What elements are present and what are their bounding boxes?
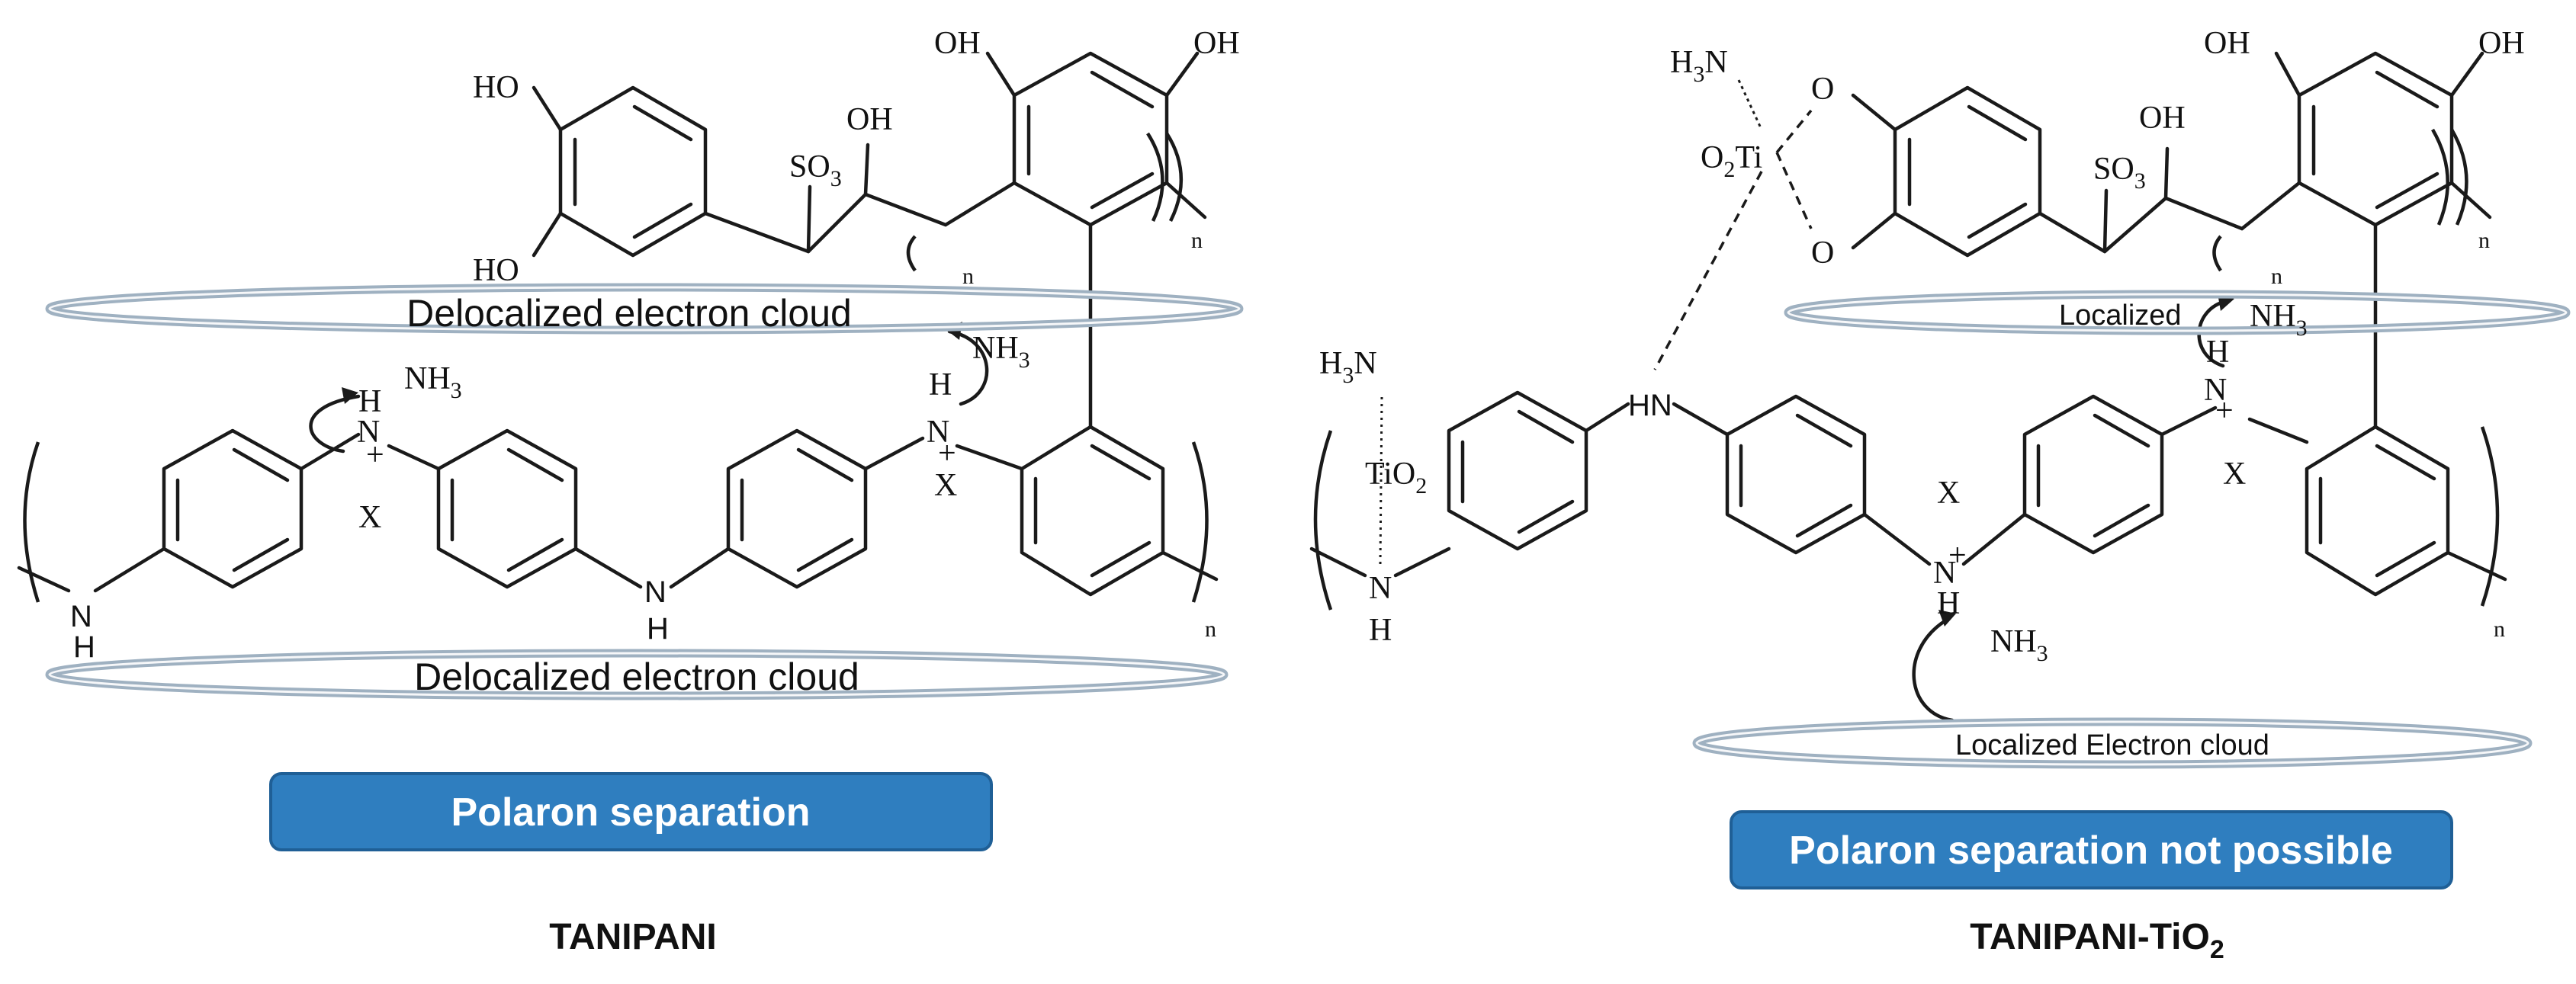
left-h-2: H: [929, 367, 952, 402]
right-o2ti: O2Ti: [1701, 140, 1762, 182]
left-caption: TANIPANI: [549, 917, 717, 957]
right-h-2: H: [1937, 586, 1960, 621]
right-n-sub-2: n: [2478, 228, 2490, 253]
right-polaron-button: Polaron separation not possible: [1730, 810, 2453, 889]
left-n-2: N: [927, 415, 949, 450]
left-cloud-top: Delocalized electron cloud: [45, 283, 1244, 335]
right-polaron-label: Polaron separation not possible: [1789, 829, 2393, 873]
right-cloud-top-label: Localized: [2059, 300, 2182, 332]
right-o-2: O: [1811, 236, 1834, 271]
left-brackets: [23, 132, 1209, 603]
left-cloud-top-label: Delocalized electron cloud: [406, 292, 852, 335]
left-plus-2: +: [938, 436, 956, 471]
left-nh3-1: NH3: [404, 361, 462, 403]
left-x-1: X: [358, 500, 381, 535]
right-oh-3: OH: [2478, 26, 2525, 61]
left-x-2: X: [934, 468, 957, 503]
left-nh-mid-h: H: [647, 612, 669, 646]
left-nh-mid-n: N: [644, 575, 666, 609]
left-catechol-ring: [532, 85, 948, 258]
left-nh-left-n: N: [70, 600, 92, 633]
right-so3: SO3: [2093, 152, 2146, 194]
right-h3n-top: H3N: [1670, 45, 1728, 87]
left-panel-tanipani: Delocalized electron cloud Delocalized e…: [17, 26, 1244, 957]
right-x-1: X: [2223, 457, 2246, 492]
right-h-left: H: [1369, 613, 1392, 648]
left-oh-1: OH: [846, 102, 893, 137]
right-o-1: O: [1811, 72, 1834, 107]
left-oh-3: OH: [1193, 26, 1240, 61]
left-so3: SO3: [789, 149, 842, 191]
right-arrow-2: [1912, 619, 1954, 723]
left-nh3-2: NH3: [972, 331, 1030, 373]
right-ti-catechol-complex: [1653, 79, 2244, 370]
left-plus-1: +: [366, 438, 384, 473]
right-cloud-top: Localized: [1784, 290, 2571, 335]
left-polaron-label: Polaron separation: [451, 790, 811, 835]
right-panel-tanipani-tio2: Localized Localized Electron cloud H3N O…: [1309, 26, 2571, 964]
right-tio2: TiO2: [1365, 457, 1427, 498]
right-cloud-bottom-label: Localized Electron cloud: [1955, 729, 2269, 761]
left-ho-2: HO: [473, 253, 519, 288]
left-polaron-button: Polaron separation: [269, 772, 993, 851]
right-h3n-left: H3N: [1319, 346, 1377, 388]
left-n-1: N: [357, 415, 380, 450]
left-arrow-1: [309, 394, 361, 454]
left-ho-1: HO: [473, 70, 519, 105]
right-x-2: X: [1937, 476, 1960, 511]
right-nh3-1: NH3: [2250, 299, 2308, 341]
left-cloud-bottom: Delocalized electron cloud: [45, 649, 1229, 700]
right-oh-2: OH: [2204, 26, 2250, 61]
right-n-sub-3: n: [2494, 617, 2505, 642]
left-n-sub-2: n: [1191, 228, 1203, 253]
left-nh-left-h: H: [73, 630, 95, 664]
left-n-sub-1: n: [962, 264, 974, 289]
right-n-left: N: [1369, 571, 1392, 606]
right-n-sub-1: n: [2271, 264, 2282, 289]
right-caption: TANIPANI-TiO2: [1970, 917, 2224, 964]
right-h-1: H: [2206, 335, 2229, 370]
right-nh3-2: NH3: [1990, 624, 2048, 666]
right-plus-1: +: [2215, 393, 2234, 428]
right-n-1: N: [2204, 373, 2227, 408]
right-polyaniline-chain: [1309, 390, 2507, 597]
left-oh-2: OH: [934, 26, 981, 61]
right-cloud-bottom: Localized Electron cloud: [1692, 717, 2533, 769]
right-brackets: [1313, 128, 2500, 611]
left-resorcinol-ring: [943, 51, 1207, 429]
left-arrow-2: [947, 329, 989, 406]
right-resorcinol-ring: [2240, 51, 2492, 429]
right-n-2: N: [1933, 556, 1956, 591]
right-hn: HN: [1628, 389, 1672, 422]
left-n-sub-3: n: [1205, 617, 1216, 642]
right-plus-2: +: [1948, 538, 1967, 573]
right-oh-1: OH: [2139, 101, 2186, 136]
left-h-1: H: [358, 384, 381, 419]
left-cloud-bottom-label: Delocalized electron cloud: [414, 655, 859, 698]
left-polyaniline-chain: [17, 425, 1219, 597]
